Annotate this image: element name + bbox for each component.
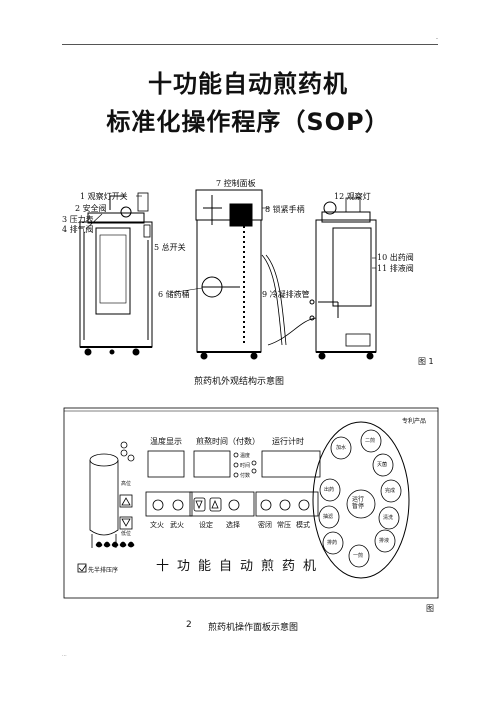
btn-label-mode: 模式 (296, 521, 310, 529)
control-box (229, 203, 253, 227)
section-run-label: 运行计时 (272, 437, 304, 446)
label-safety-valve: 2 安全阀 (75, 204, 107, 213)
label-outlet-valve: 10 出药阀 (377, 253, 414, 262)
ring-btn-run-pause: 运行 暂停 (352, 496, 365, 510)
label-control-panel: 7 控制面板 (216, 179, 256, 188)
label-pressure-gauge: 3 压力表 (62, 215, 94, 224)
machine-left-door (95, 227, 131, 315)
machine-middle-head (195, 189, 263, 221)
machine-right-door (332, 227, 372, 307)
label-exhaust-valve: 4 排气阀 (62, 225, 94, 234)
btn-label-sealed: 密闭 (258, 521, 272, 529)
machine-left-body (79, 221, 153, 348)
mode-temp-label: 温度 (240, 453, 251, 459)
ring-btn-clean: 清洗 (383, 515, 394, 521)
section-temp-label: 温度显示 (150, 437, 182, 446)
temp-display (147, 450, 185, 478)
doc-title-line1: 十功能自动煎药机 (148, 70, 348, 98)
time-display (193, 450, 231, 478)
ring-btn-sterilize: 灭菌 (377, 462, 388, 468)
patent-tag: 专利产品 (402, 418, 427, 425)
run-display (261, 450, 321, 478)
btn-label-small-fire: 文火 (150, 521, 164, 529)
figure1-caption: 煎药机外观结构示意图 (194, 377, 285, 387)
ring-btn-output: 出药 (324, 487, 335, 493)
btn-label-normal-pressure: 常压 (277, 521, 291, 529)
panel-machine-name: 十功能自动煎药机 (156, 559, 325, 574)
mode-count-label: 付数 (240, 473, 251, 479)
section-time-label: 煎熬时间（付数） (196, 437, 260, 446)
mode-time-label: 时间 (240, 463, 251, 469)
label-observation-light-switch: 1 观察灯开关 (80, 192, 128, 201)
ring-btn-complete: 完成 (385, 488, 396, 494)
btn-label-set: 设定 (199, 521, 213, 529)
ring-btn-filter: 抽滤 (323, 514, 334, 520)
ring-btn-second-decoct: 二煎 (365, 438, 376, 444)
machine-left-lid (87, 212, 145, 224)
figure1-number: 图 1 (418, 357, 434, 366)
top-mark: - (435, 35, 438, 42)
btn-label-select: 选择 (226, 521, 240, 529)
ring-btn-drain: 排液 (379, 538, 390, 544)
figure2-number: 2 (186, 620, 192, 630)
ring-btn-discharge: 排药 (327, 540, 338, 546)
level-high-label: 高位 (121, 481, 132, 487)
label-storage-tank: 6 储药桶 (158, 290, 190, 299)
figure2-suffix: 图 (426, 604, 434, 613)
level-low-label: 低位 (121, 531, 132, 537)
header-rule (62, 44, 438, 45)
observation-lamp (323, 201, 337, 215)
label-observation-lamp: 12 观察灯 (334, 192, 371, 201)
label-drain-valve: 11 排液阀 (377, 264, 414, 273)
label-main-switch: 5 总开关 (154, 243, 186, 252)
panel-outline (63, 407, 439, 599)
left-gauge (120, 206, 132, 218)
machine-right-body (315, 219, 377, 353)
label-condensate-pipe: 9 冷凝排液管 (262, 290, 310, 299)
figure2-caption: 煎药机操作面板示意图 (208, 623, 299, 633)
label-lock-handle: 8 锁紧手柄 (265, 205, 305, 214)
machine-middle-body (196, 219, 262, 353)
ring-btn-first-decoct: 一煎 (353, 553, 364, 559)
ring-btn-add-water: 加水 (336, 445, 347, 451)
doc-title-line2: 标准化操作程序（SOP） (106, 108, 390, 136)
bottle-note: 先半排压序 (88, 567, 119, 574)
btn-label-big-fire: 武火 (170, 521, 184, 529)
bottom-mark: ... (62, 652, 67, 658)
